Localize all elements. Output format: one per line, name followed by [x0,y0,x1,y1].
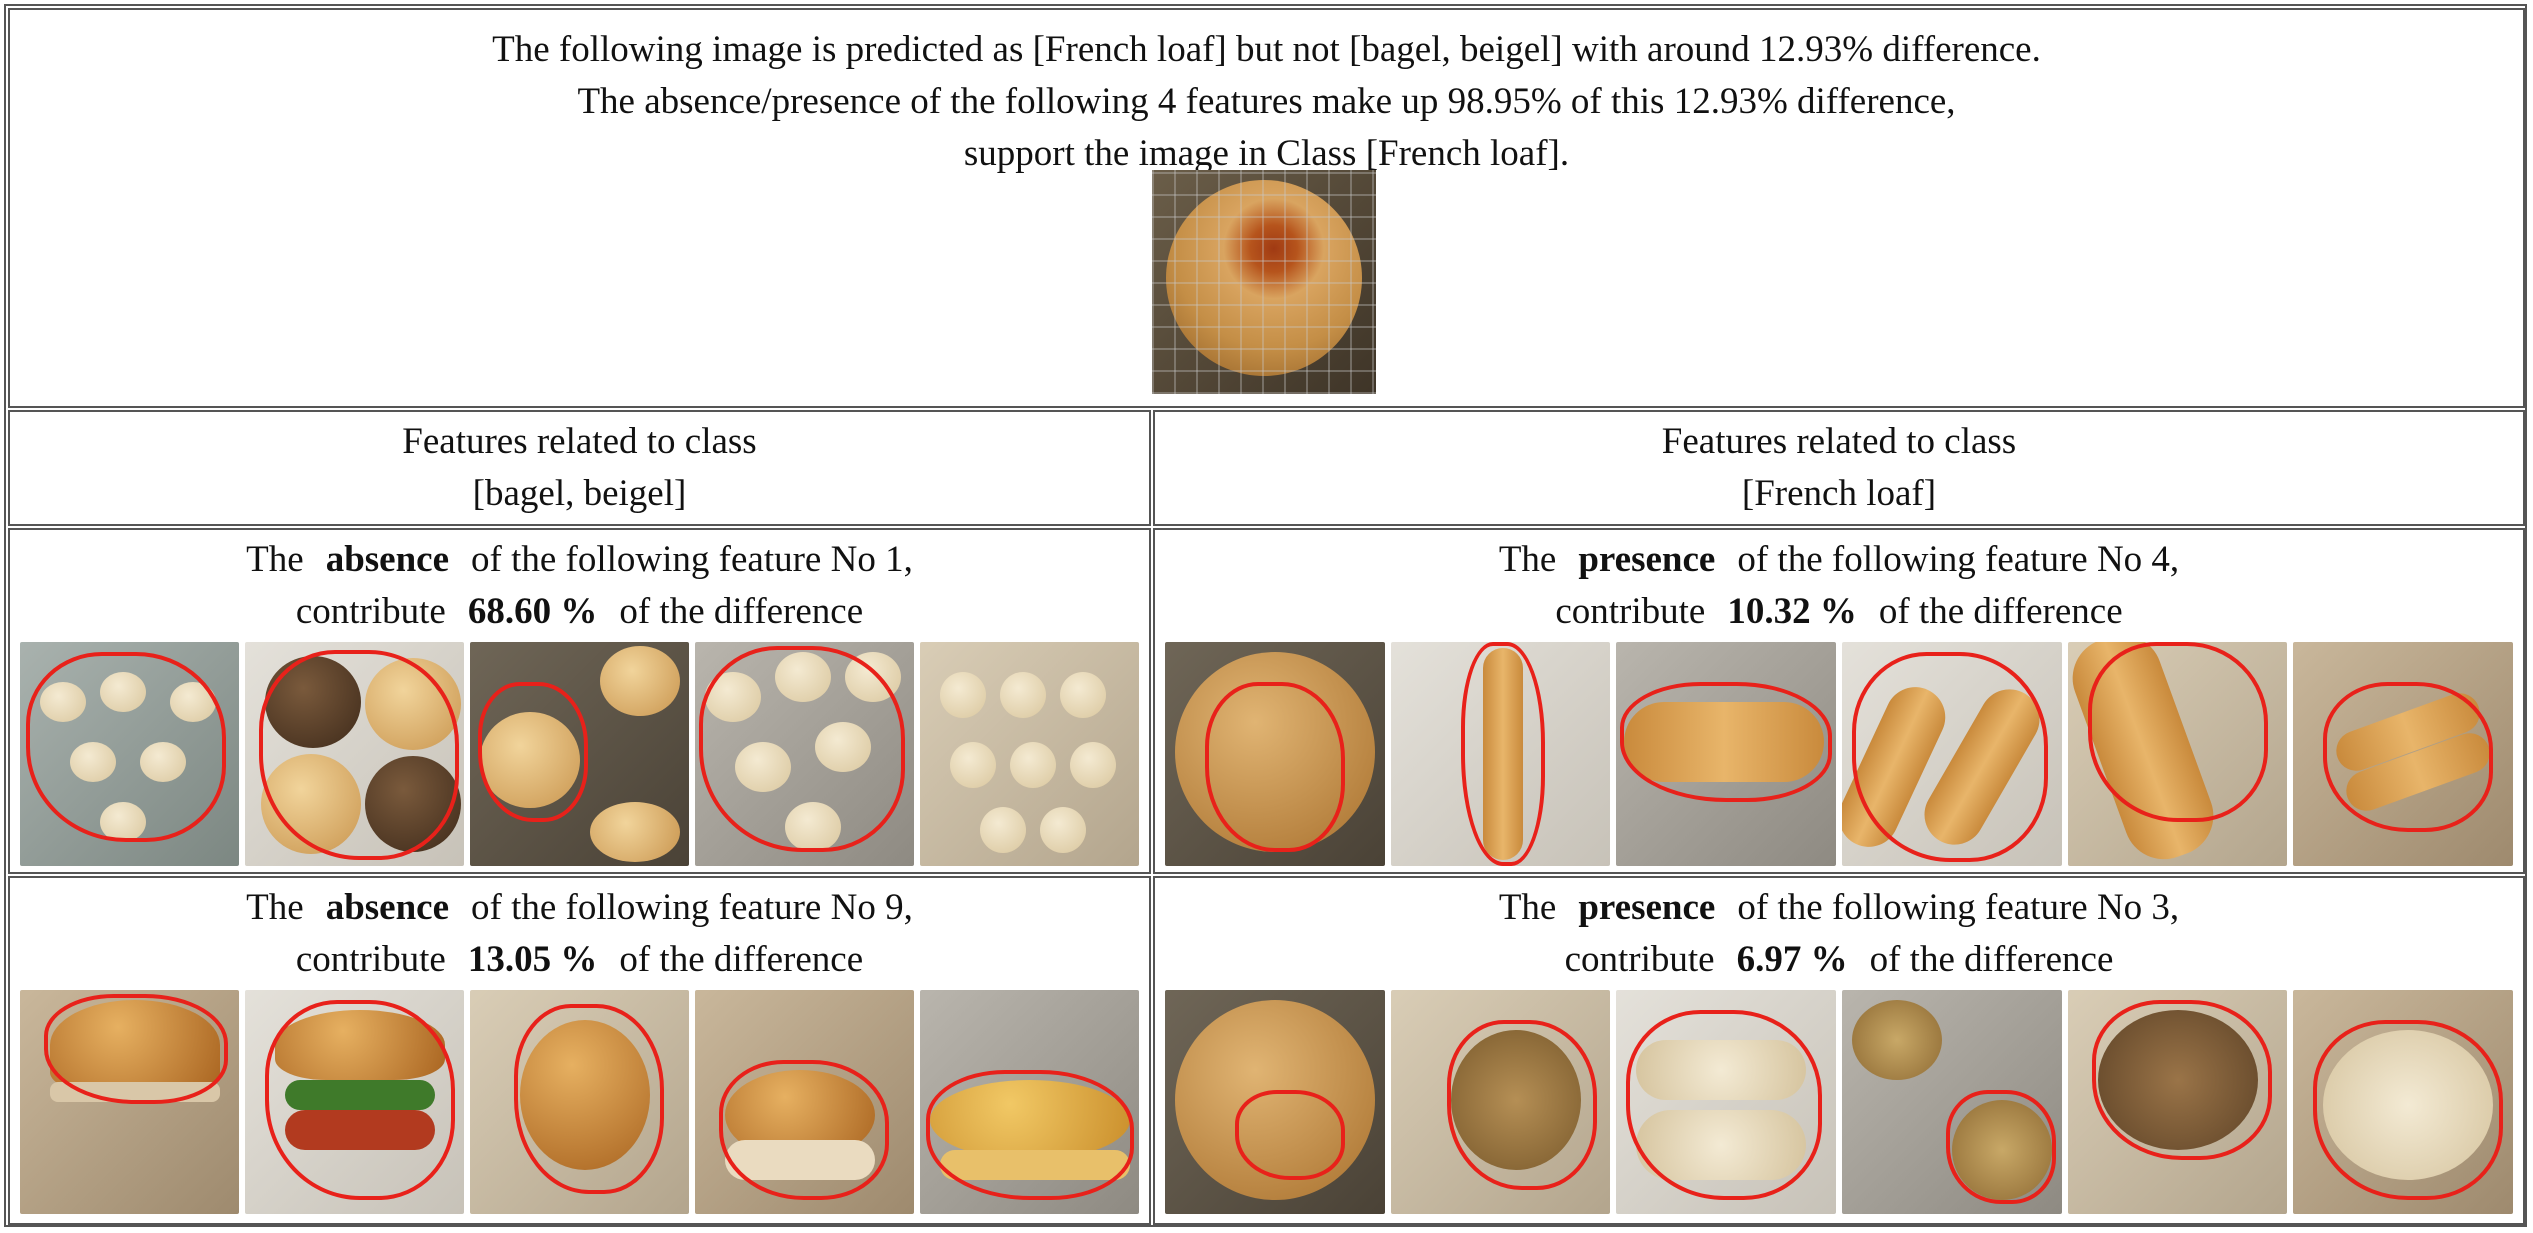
bagel-sandwich-image [20,990,239,1214]
feature-cell-no1: The absence of the following feature No 1,… [8,528,1151,874]
white-bread-slice-image [2293,990,2514,1214]
caption-prefix: The [1498,539,1557,580]
two-baguettes-tray-image [2293,642,2514,866]
caption-middle: of the following feature No 1, [471,539,913,580]
bagel-lettuce-sandwich-image [245,990,464,1214]
feature-kind: presence [1578,887,1716,928]
caption-contribute: contribute [295,591,446,632]
feature-caption-line-2: contribute 13.05 % of the difference [10,934,1149,986]
feature-percent: 6.97 % [1736,939,1848,980]
caption-middle: of the following feature No 3, [1737,887,2180,928]
feature-percent: 13.05 % [467,939,598,980]
sesame-bagel-hand-image [470,990,689,1214]
caption-middle: of the following feature No 9, [471,887,913,928]
caption-prefix: The [246,539,304,580]
column-header-french-loaf: Features related to class [French loaf] [1153,410,2525,526]
loaf-on-rack-image [1616,642,1837,866]
column-title-line-1: Features related to class [402,421,757,462]
input-bread-crop-image [1165,990,1385,1214]
feature-caption-line-1: The absence of the following feature No 1, [10,534,1149,586]
header-line-2: The absence/presence of the following 4 … [577,81,1956,122]
feature-percent: 10.32 % [1727,591,1857,632]
rye-bread-slice-image [2067,990,2288,1214]
bagel-sheet-image [920,642,1139,866]
feature-caption-line-1: The absence of the following feature No 9, [10,882,1149,934]
feature-image-strip [20,642,1139,866]
column-title-line-2: [French loaf] [1741,473,1937,514]
caption-middle: of the following feature No 4, [1737,539,2180,580]
feature-image-strip [1165,642,2514,866]
sliced-bread-image [1390,990,1611,1214]
header-line-1: The following image is predicted as [Fre… [492,29,2041,70]
feature-caption-line-2: contribute 10.32 % of the difference [1155,586,2523,638]
feature-image-strip [1165,990,2514,1214]
feature-kind: absence [325,539,450,580]
caption-suffix: of the difference [619,939,864,980]
feature-caption-line-2: contribute 6.97 % of the difference [1155,934,2523,986]
caption-prefix: The [246,887,304,928]
feature-percent: 68.60 % [467,591,598,632]
header-line-3: support the image in Class [French loaf]… [963,133,1570,174]
caption-contribute: contribute [1564,939,1715,980]
feature-caption-line-2: contribute 68.60 % of the difference [10,586,1149,638]
figure-frame [4,4,2527,1227]
sesame-bagel-halves-image [695,990,914,1214]
column-title-line-1: Features related to class [1661,421,2017,462]
feature-cell-no9: The absence of the following feature No 9,… [8,876,1151,1225]
single-baguette-image [1390,642,1611,866]
feature-image-strip [20,990,1139,1214]
feature-kind: presence [1578,539,1716,580]
dough-rings-image [695,642,914,866]
baguette-closeup-image [2067,642,2288,866]
caption-suffix: of the difference [1869,939,2114,980]
feature-cell-no4: The presence of the following feature No 4… [1153,528,2525,874]
caption-suffix: of the difference [1878,591,2123,632]
feature-caption-line-1: The presence of the following feature No 4… [1155,534,2523,586]
caption-contribute: contribute [1555,591,1706,632]
input-bread-crop-image [1165,642,1385,866]
seeded-bagels-image [245,642,464,866]
feature-caption-line-1: The presence of the following feature No 3… [1155,882,2523,934]
feature-cell-no3: The presence of the following feature No 3… [1153,876,2525,1225]
caption-suffix: of the difference [619,591,864,632]
bread-slices-stack-image [1616,990,1837,1214]
sesame-bun-image [920,990,1139,1214]
cooling-rack-grid [1152,170,1376,394]
bagel-tray-image [20,642,239,866]
bread-loaf-photo [1166,180,1362,376]
caption-prefix: The [1498,887,1557,928]
caption-contribute: contribute [295,939,446,980]
input-bread-image [1152,170,1376,394]
feature-kind: absence [325,887,450,928]
bread-crumb-closeup-image [1842,990,2062,1214]
column-title-line-2: [bagel, beigel] [472,473,687,514]
bagel-rack-image [470,642,689,866]
two-loaves-image [1842,642,2062,866]
column-header-bagel: Features related to class [bagel, beigel… [8,410,1151,526]
